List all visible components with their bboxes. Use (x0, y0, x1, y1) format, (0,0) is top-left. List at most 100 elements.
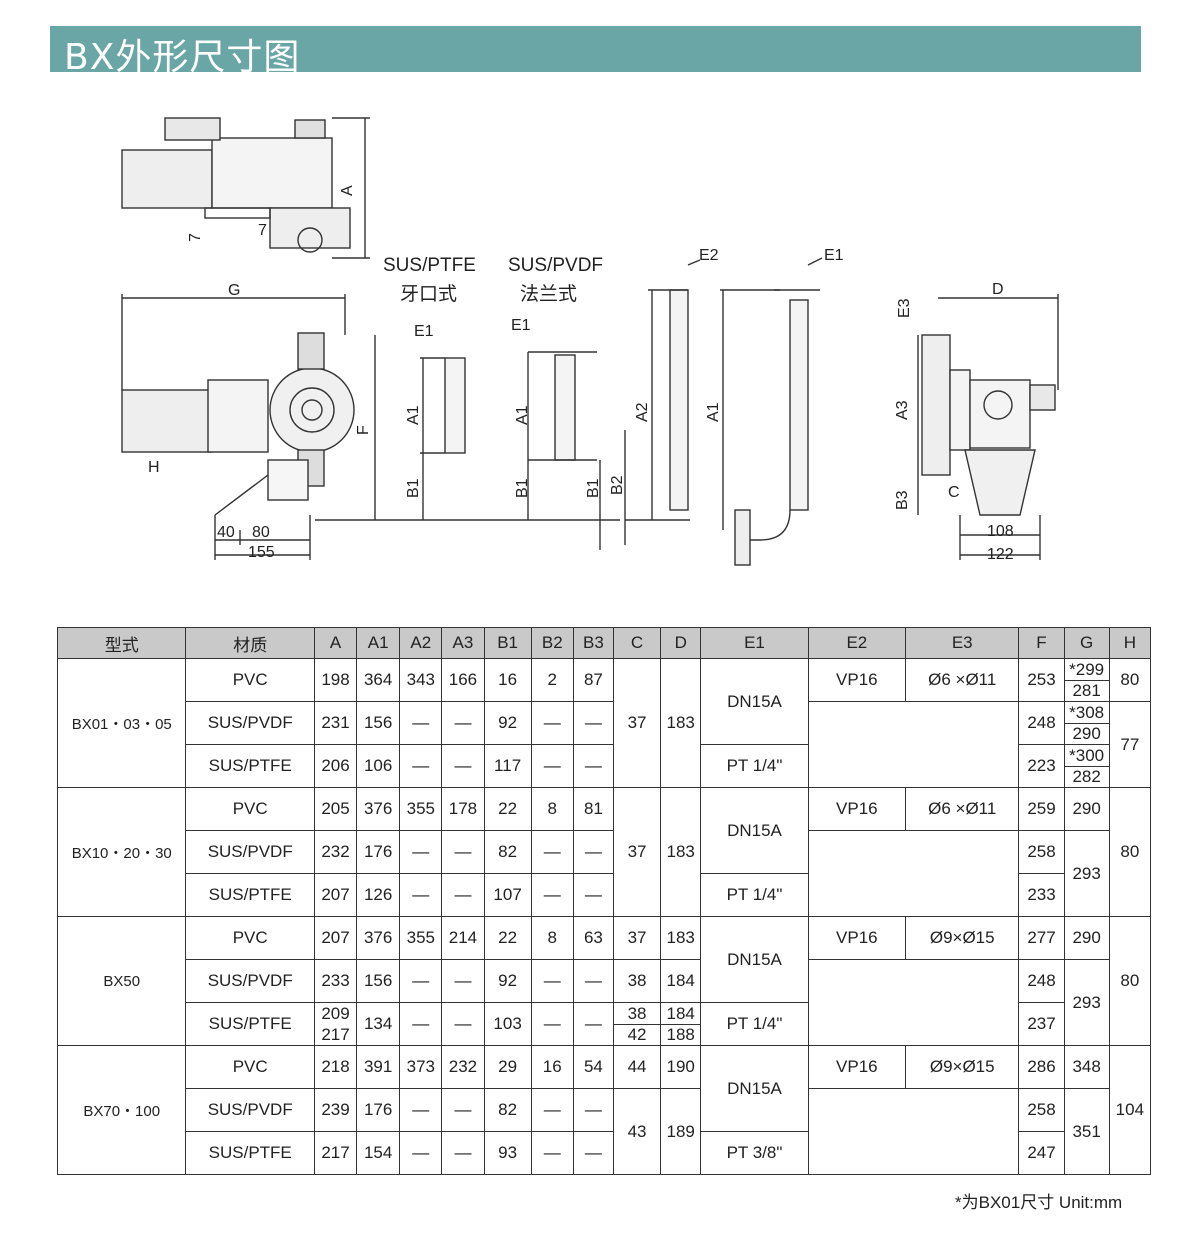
model-cell: BX50 (56, 916, 187, 1046)
material-cell: SUS/PTFE (185, 1131, 315, 1175)
cell: 217 (313, 1131, 358, 1175)
cell: 217 (321, 1025, 350, 1044)
cell: 281 (1064, 679, 1109, 702)
cell: VP16 (807, 916, 907, 960)
dash-cell: — (441, 959, 485, 1003)
dim-G: G (228, 282, 240, 299)
dim-B1-thread: B1 (405, 478, 422, 498)
table-row: SUS/PVDF 239 176 — — 82 — — 43 189 258 3… (58, 1088, 1151, 1175)
cell: Ø9×Ø15 (905, 916, 1020, 960)
header-cell: F (1018, 627, 1065, 659)
cell: Ø6 ×Ø11 (905, 787, 1020, 831)
cell: PT 1/4" (700, 873, 809, 917)
material-cell: SUS/PTFE (185, 1002, 315, 1046)
dash-cell: — (441, 744, 485, 788)
pump-front-view (121, 294, 620, 560)
cell: 233 (313, 959, 358, 1003)
dim-F: F (355, 425, 372, 435)
cell: 218 (313, 1045, 358, 1089)
dim-A1-flange: A1 (514, 405, 531, 425)
dim-B2: B2 (609, 475, 626, 495)
cell: 189 (660, 1088, 702, 1175)
material-cell: PVC (185, 1045, 315, 1089)
cell: 231 (313, 701, 358, 745)
material-cell: PVC (185, 658, 315, 702)
cell: 176 (356, 830, 401, 874)
cell: *299 (1069, 659, 1105, 679)
header-cell: H (1108, 627, 1152, 659)
empty-cell (807, 830, 1020, 917)
cell: *308 (1069, 702, 1105, 722)
cell: 351 (1063, 1088, 1110, 1175)
cell: 239 (313, 1088, 358, 1132)
dim-B1-e2: B1 (585, 478, 602, 498)
cell: 184 (660, 959, 702, 1003)
cell: 286 (1018, 1045, 1065, 1089)
cell: DN15A (700, 1045, 809, 1132)
cell: 156 (356, 701, 401, 745)
empty-cell (807, 959, 1020, 1046)
cell: 8 (530, 916, 574, 960)
cell: 80 (1108, 658, 1152, 702)
flange-material: SUS/PVDF (508, 255, 603, 276)
cell: 103 (483, 1002, 532, 1046)
cell: 126 (356, 873, 401, 917)
cell: 22 (483, 916, 532, 960)
cell: 293 (1063, 830, 1110, 917)
header-cell: A (313, 627, 358, 659)
cell: 81 (572, 787, 614, 831)
cell: 106 (356, 744, 401, 788)
table-row: SUS/PTFE 206 106 — — 117 — — PT 1/4" 223… (58, 744, 1151, 788)
cell: 82 (483, 1088, 532, 1132)
dim-A: A (339, 185, 356, 196)
cell: 207 (313, 873, 358, 917)
material-cell: SUS/PVDF (185, 959, 315, 1003)
header-cell: C (612, 627, 662, 659)
dash-cell: — (572, 959, 614, 1003)
flange-port-drawing (527, 351, 626, 550)
cell: 376 (356, 916, 401, 960)
cell: PT 1/4" (700, 744, 809, 788)
material-cell: SUS/PTFE (185, 873, 315, 917)
dash-cell: — (441, 1088, 485, 1132)
empty-cell (807, 701, 1020, 788)
cell: 223 (1018, 744, 1065, 788)
cell: 8 (530, 787, 574, 831)
dash-cell: — (572, 1088, 614, 1132)
cell: 183 (660, 787, 702, 917)
cell: 355 (399, 916, 443, 960)
dim-D: D (992, 281, 1004, 298)
cell: 190 (660, 1045, 702, 1089)
header-cell: A2 (399, 627, 443, 659)
title-bar: BX外形尺寸图 (50, 26, 1141, 78)
material-cell: SUS/PVDF (185, 830, 315, 874)
flange-name: 法兰式 (520, 283, 577, 305)
cell: Ø9×Ø15 (905, 1045, 1020, 1089)
dash-cell: — (530, 701, 574, 745)
cell: 290 (1064, 722, 1109, 745)
model-cell: BX70・100 (56, 1045, 187, 1175)
cell: *300 (1069, 745, 1105, 765)
thread-name: 牙口式 (400, 283, 457, 305)
cell: 232 (313, 830, 358, 874)
dash-cell: — (441, 830, 485, 874)
cell: 232 (441, 1045, 485, 1089)
cell: 214 (441, 916, 485, 960)
dash-cell: — (399, 701, 443, 745)
header-cell: B3 (572, 627, 614, 659)
header-cell: D (660, 627, 702, 659)
cell: 156 (356, 959, 401, 1003)
dash-cell: — (399, 1131, 443, 1175)
cell: 22 (483, 787, 532, 831)
cell: 205 (313, 787, 358, 831)
cell: 373 (399, 1045, 443, 1089)
dash-cell: — (572, 744, 614, 788)
cell: 54 (572, 1045, 614, 1089)
cell: 63 (572, 916, 614, 960)
dim-80: 80 (252, 524, 270, 541)
cell: DN15A (700, 787, 809, 874)
cell: 80 (1108, 916, 1152, 1046)
